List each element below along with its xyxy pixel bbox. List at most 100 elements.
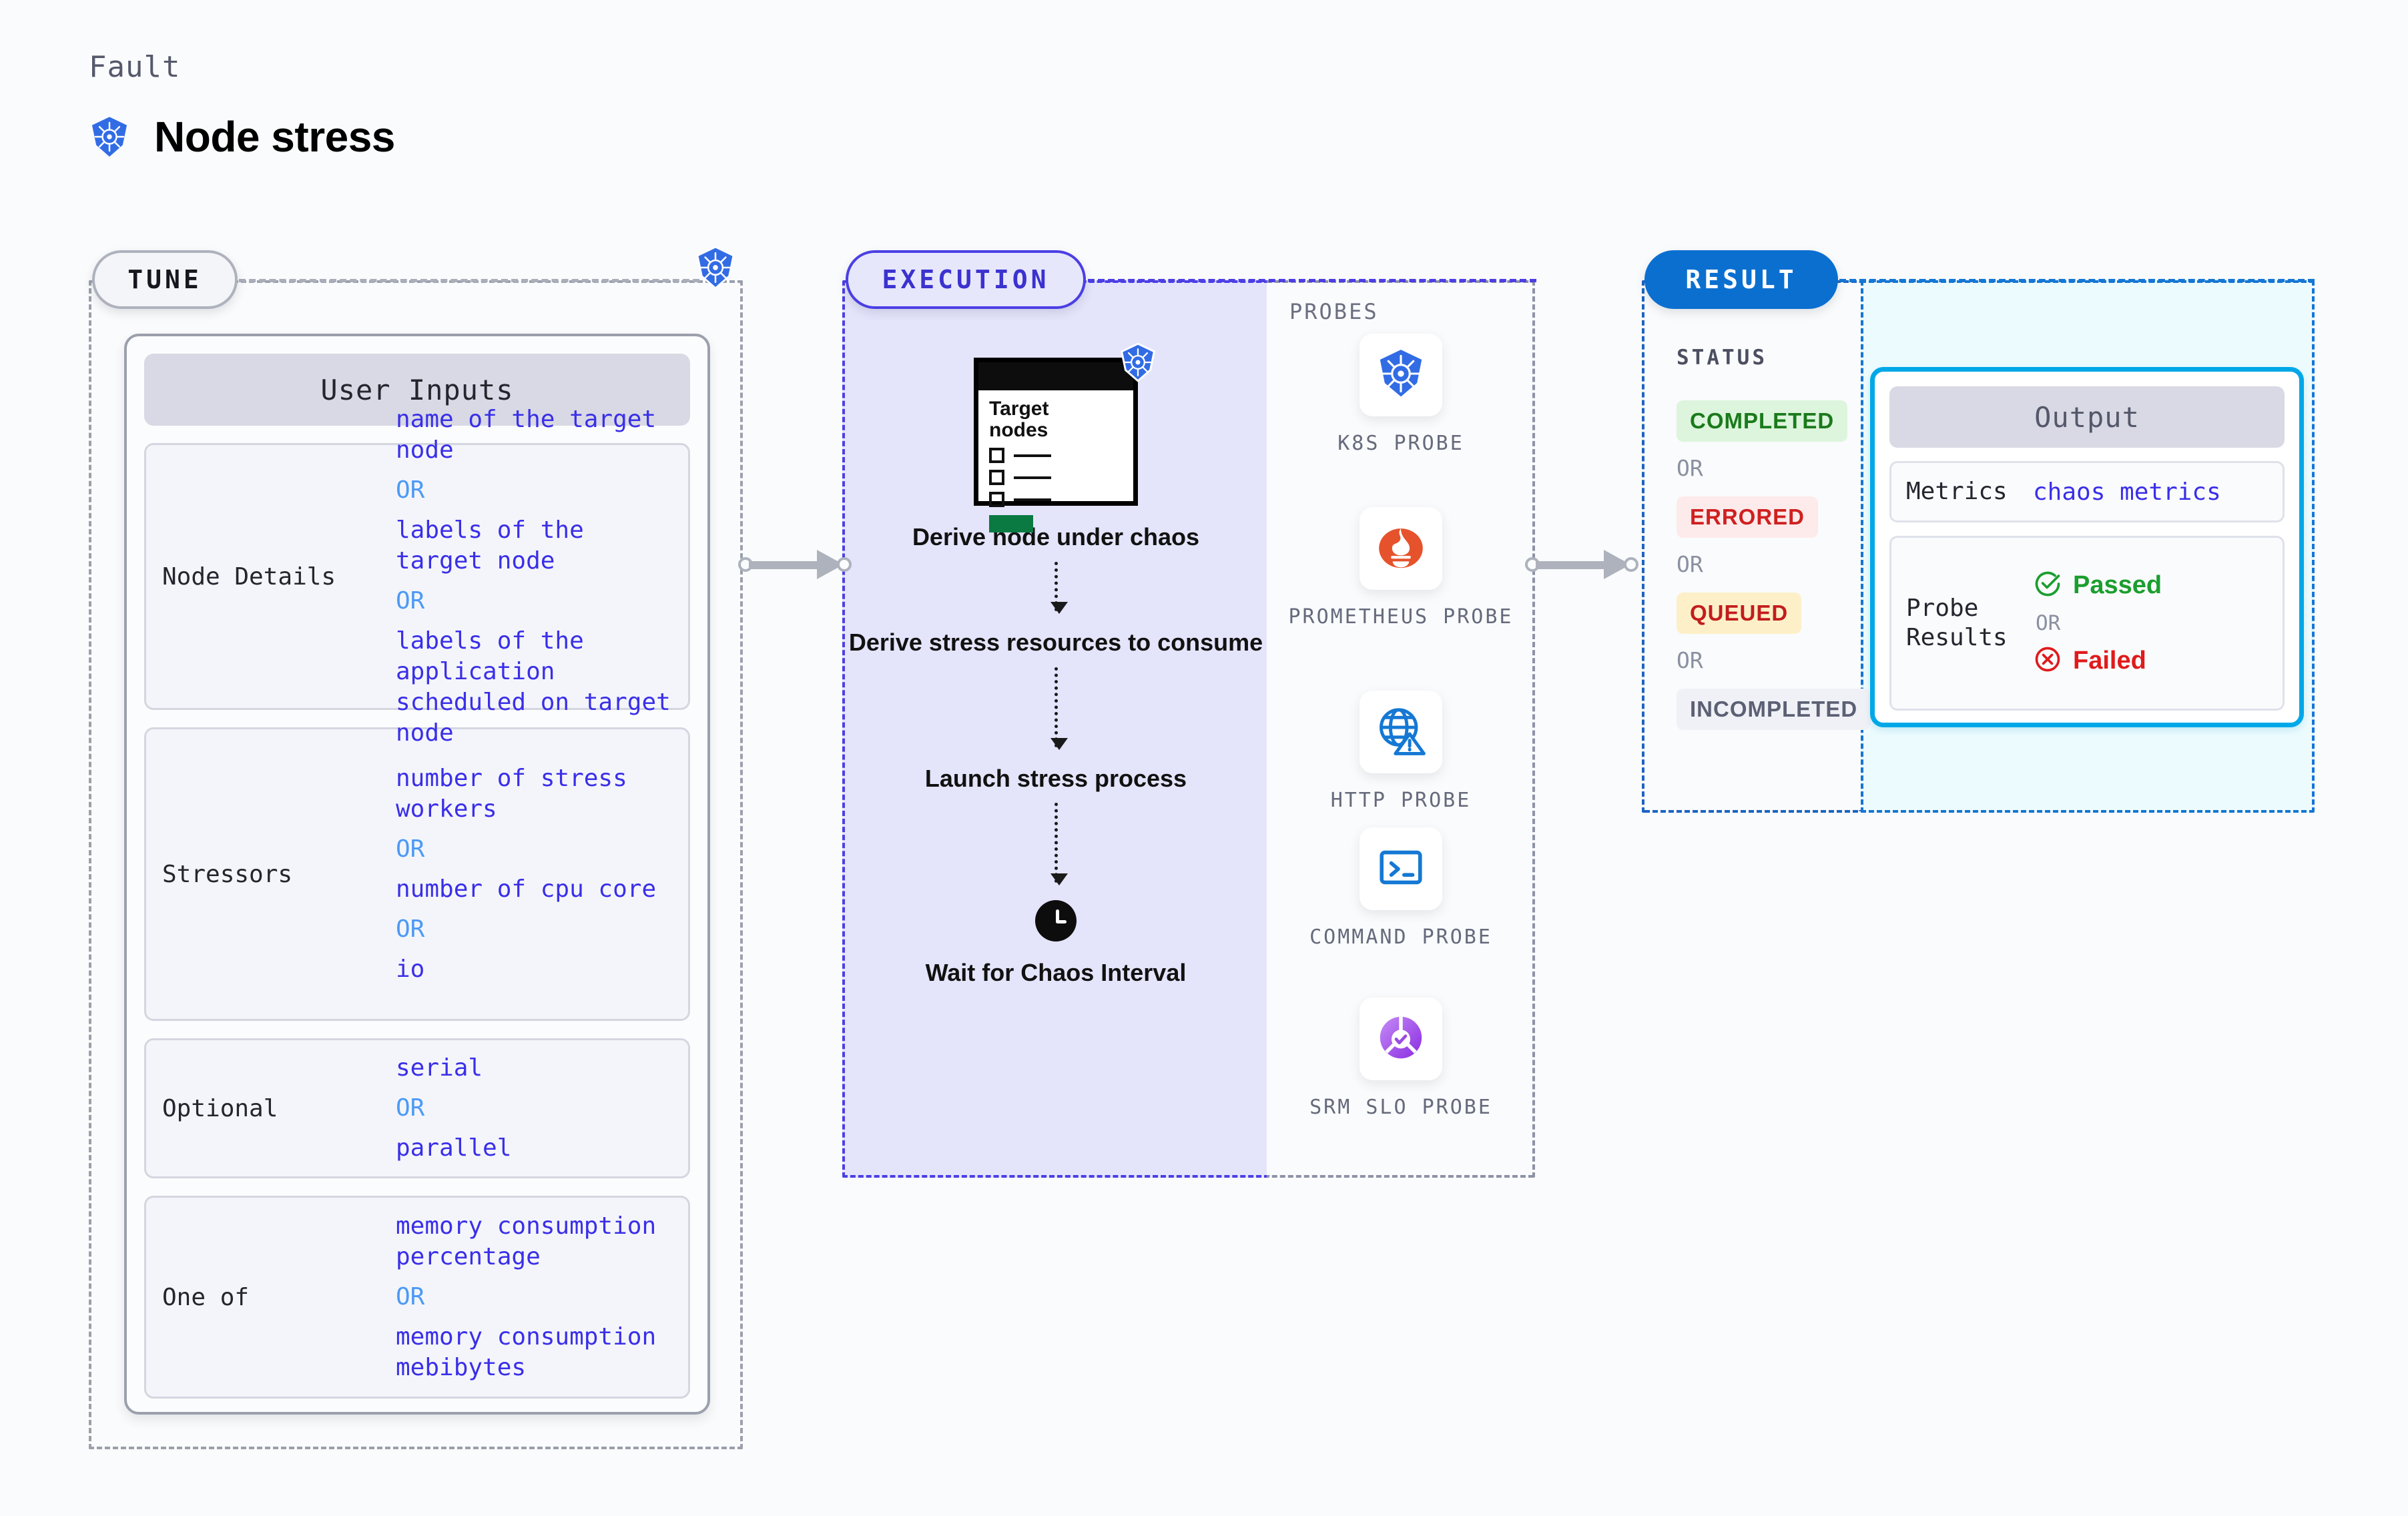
badge-label: QUEUED <box>1677 593 1802 634</box>
status-badge-queued[interactable]: QUEUED <box>1677 593 1802 634</box>
checkbox-icon <box>989 492 1004 508</box>
tune-group-one-of[interactable]: One of memory consumption percentage OR … <box>144 1196 690 1399</box>
badge-label: INCOMPLETED <box>1677 689 1871 730</box>
check-circle-icon <box>2033 569 2062 602</box>
checklist-row <box>989 470 1133 486</box>
fault-title-row: Node stress <box>89 112 395 161</box>
checkbox-icon <box>989 448 1004 464</box>
probe-item-k8s[interactable]: K8S PROBE <box>1267 334 1535 456</box>
status-bar <box>989 515 1033 533</box>
list-line <box>1014 454 1051 457</box>
group-label: One of <box>162 1283 250 1311</box>
execution-step-3: Launch stress process <box>924 764 1187 792</box>
input-value: memory consumption percentage <box>396 1212 657 1270</box>
card-titlebar <box>978 362 1133 390</box>
connector-execution-to-result <box>1525 545 1645 581</box>
group-label: Stressors <box>162 860 293 888</box>
probe-item-srm-slo[interactable]: SRM SLO PROBE <box>1267 998 1535 1120</box>
probe-label: HTTP PROBE <box>1330 789 1472 812</box>
stage-label-tune[interactable]: TUNE <box>92 250 238 309</box>
group-label: Optional <box>162 1094 278 1122</box>
passed-label: Passed <box>2073 571 2162 599</box>
probe-tile <box>1360 827 1442 910</box>
probe-label: SRM SLO PROBE <box>1309 1096 1492 1119</box>
input-value: serial <box>396 1054 483 1082</box>
failed-label: Failed <box>2073 647 2146 675</box>
probe-tile <box>1360 334 1442 416</box>
probe-results-key: Probe Results <box>1906 595 2008 651</box>
or-separator: OR <box>396 1094 425 1122</box>
execution-step-4: Wait for Chaos Interval <box>925 959 1187 987</box>
execution-step-1: Derive node under chaos <box>912 523 1200 550</box>
or-separator: OR <box>396 1282 425 1310</box>
kubernetes-icon <box>1375 347 1427 404</box>
probe-results-values: Passed OR Failed <box>2033 569 2162 677</box>
or-separator: OR <box>396 835 425 863</box>
probe-item-prometheus[interactable]: PROMETHEUS PROBE <box>1267 507 1535 630</box>
kubernetes-icon <box>694 246 737 293</box>
list-line <box>1014 498 1051 501</box>
group-values: memory consumption percentage OR memory … <box>396 1211 680 1383</box>
metrics-key: Metrics <box>1906 478 2008 506</box>
or-separator: OR <box>2036 611 2061 635</box>
stage-label-result[interactable]: RESULT <box>1644 250 1838 309</box>
list-line <box>1014 476 1051 479</box>
probe-result-passed: Passed <box>2033 569 2162 602</box>
status-title: STATUS <box>1677 346 1767 370</box>
flow-arrow <box>1050 667 1068 750</box>
fault-kicker: Fault <box>89 50 181 84</box>
probe-result-failed: Failed <box>2033 645 2162 677</box>
tune-group-stressors[interactable]: Stressors number of stress workers OR nu… <box>144 727 690 1021</box>
status-badge-errored[interactable]: ERRORED <box>1677 496 1819 538</box>
probe-label: PROMETHEUS PROBE <box>1288 605 1514 629</box>
output-row-metrics: Metrics chaos metrics <box>1889 461 2285 522</box>
tune-group-node-details[interactable]: Node Details name of the target node OR … <box>144 406 690 747</box>
input-value: number of stress workers <box>396 764 627 823</box>
probe-tile <box>1360 507 1442 590</box>
or-label: OR <box>1677 551 1703 577</box>
probe-item-command[interactable]: COMMAND PROBE <box>1267 827 1535 950</box>
execution-flow: Target nodes Derive node under chao <box>842 314 1269 987</box>
probes-title: PROBES <box>1289 299 1379 324</box>
input-value: parallel <box>396 1134 512 1162</box>
user-inputs-title: User Inputs <box>144 354 690 426</box>
group-values: name of the target node OR labels of the… <box>396 404 680 749</box>
group-values: number of stress workers OR number of cp… <box>396 763 680 985</box>
checkbox-icon <box>989 470 1004 486</box>
input-value: memory consumption mebibytes <box>396 1323 657 1382</box>
probe-item-http[interactable]: HTTP PROBE <box>1267 691 1535 813</box>
output-row-probe-results: Probe Results Passed OR <box>1889 536 2285 711</box>
page-title: Node stress <box>154 113 395 161</box>
tune-connector-line <box>239 279 699 282</box>
input-value: number of cpu core <box>396 875 657 903</box>
prometheus-icon <box>1374 520 1428 578</box>
input-value: io <box>396 956 425 984</box>
checklist-row <box>989 492 1133 508</box>
status-badge-incompleted[interactable]: INCOMPLETED <box>1677 689 1871 730</box>
card-body: Target nodes <box>978 390 1133 533</box>
or-separator: OR <box>1677 455 1703 481</box>
status-badge-completed[interactable]: COMPLETED <box>1677 400 1848 442</box>
badge-label: ERRORED <box>1677 496 1819 538</box>
group-label: Node Details <box>162 562 336 591</box>
or-label: OR <box>1677 647 1703 673</box>
probe-label: K8S PROBE <box>1337 432 1464 455</box>
output-card: Output Metrics chaos metrics Probe Resul… <box>1870 367 2304 727</box>
flow-arrow <box>1050 561 1068 614</box>
group-values: serial OR parallel <box>396 1053 680 1164</box>
badge-label: COMPLETED <box>1677 400 1848 442</box>
tune-group-optional[interactable]: Optional serial OR parallel <box>144 1038 690 1178</box>
exec-connector-line <box>1088 279 1536 282</box>
output-title: Output <box>1889 386 2285 448</box>
kubernetes-icon <box>1119 342 1157 386</box>
or-separator: OR <box>396 915 425 943</box>
connector-tune-to-execution <box>738 545 858 581</box>
or-label: OR <box>1677 455 1703 481</box>
srm-slo-icon <box>1375 1012 1427 1067</box>
probe-tile <box>1360 691 1442 773</box>
probe-label: COMMAND PROBE <box>1309 925 1492 949</box>
result-connector-line <box>1839 279 2315 282</box>
card-title-line2: nodes <box>989 419 1048 442</box>
stage-label-execution[interactable]: EXECUTION <box>846 250 1086 309</box>
